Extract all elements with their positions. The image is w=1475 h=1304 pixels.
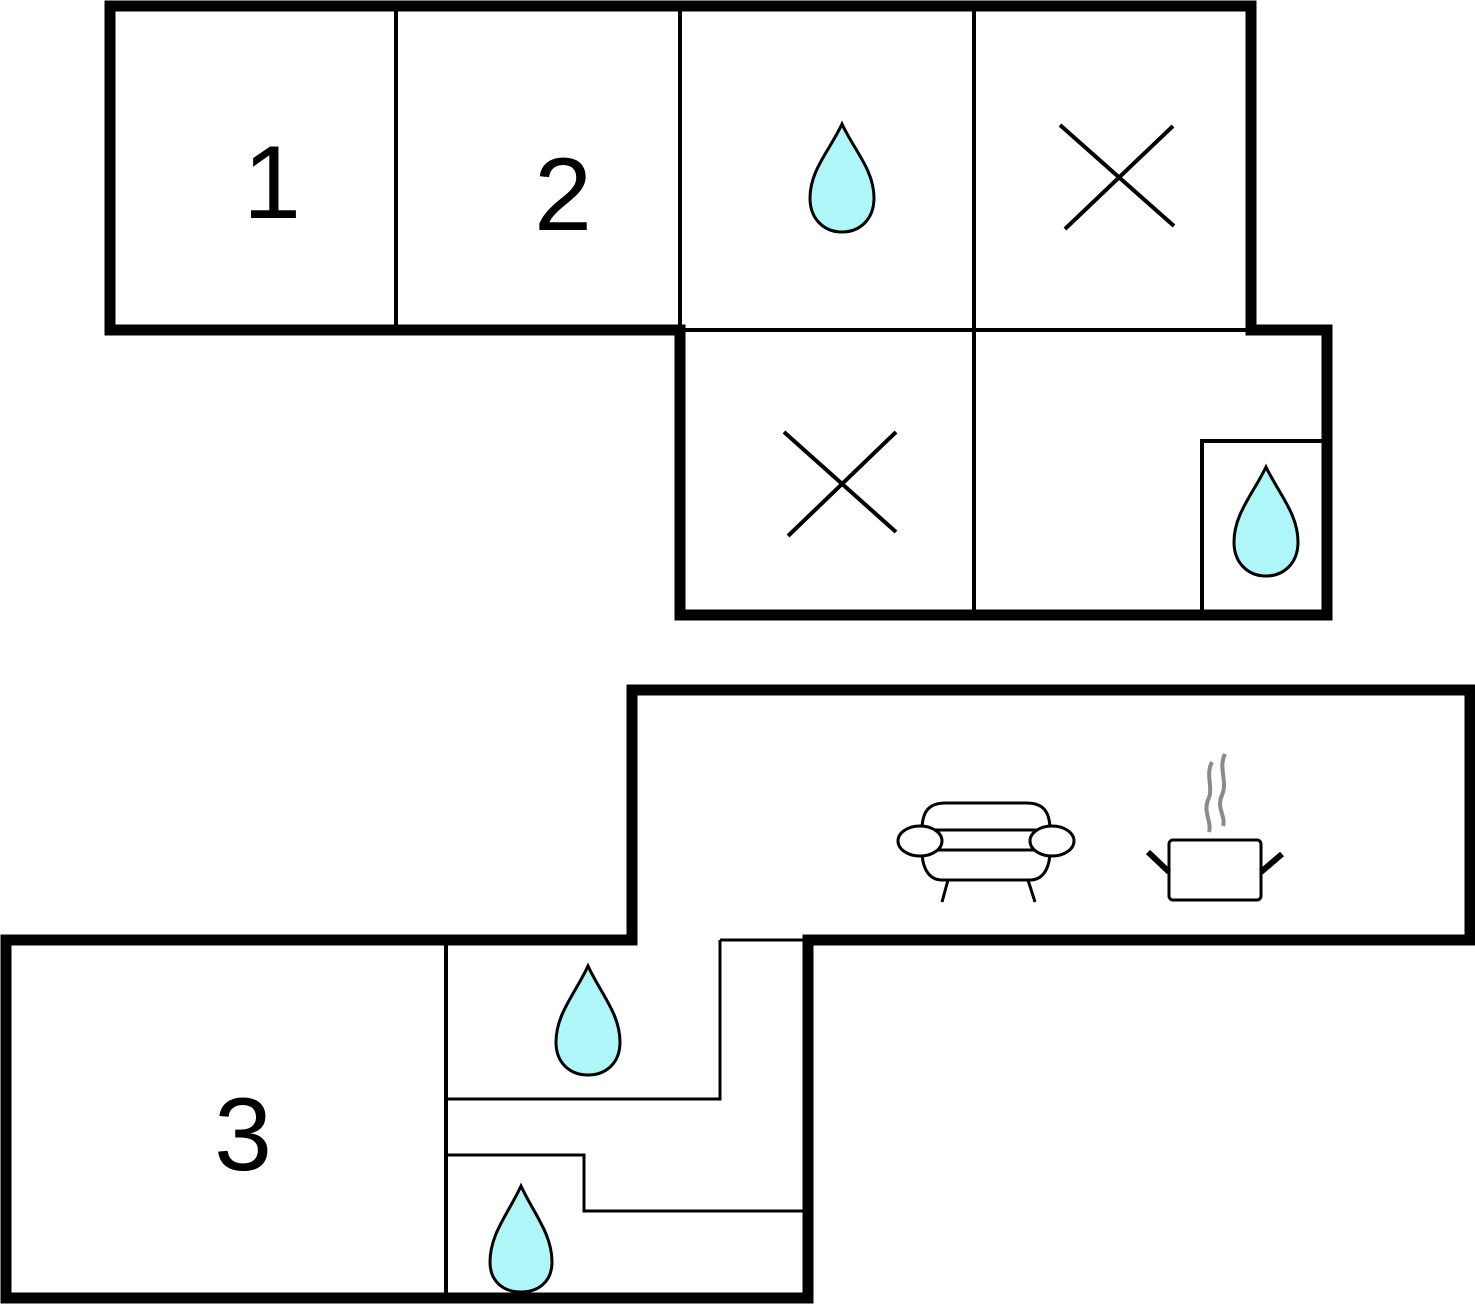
armchair-icon bbox=[896, 801, 1076, 903]
lower-block-outer-wall bbox=[0, 684, 1475, 1304]
cross-icon bbox=[1058, 123, 1176, 231]
water-drop-icon bbox=[1232, 463, 1300, 578]
lower-block: 3 bbox=[0, 684, 1475, 1304]
bathroom-upper-wall bbox=[446, 940, 722, 1101]
upper-block: 1 2 bbox=[104, 0, 1333, 621]
cooking-pot-icon bbox=[1145, 753, 1284, 902]
room-label-1: 1 bbox=[243, 125, 301, 241]
water-drop-icon bbox=[554, 962, 622, 1077]
cross-icon bbox=[782, 430, 898, 538]
room-label-3: 3 bbox=[214, 1077, 272, 1193]
shower-cubicle bbox=[1200, 439, 1329, 617]
bathroom-lower-wall bbox=[446, 1153, 808, 1213]
upper-block-outer-wall bbox=[104, 0, 1333, 621]
water-drop-icon bbox=[488, 1182, 554, 1294]
room-label-2: 2 bbox=[534, 137, 592, 253]
water-drop-icon bbox=[808, 120, 876, 234]
